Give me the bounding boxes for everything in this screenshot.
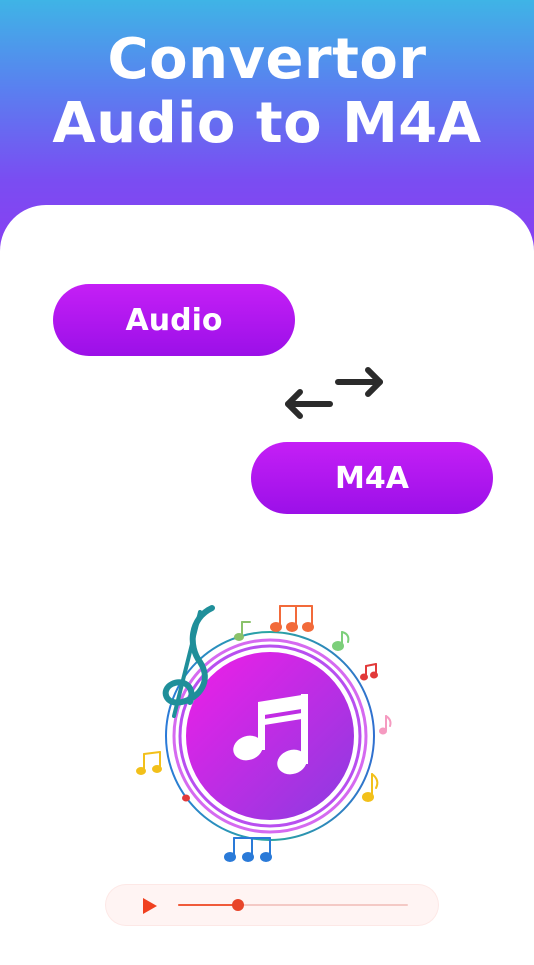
music-note-icon	[233, 694, 308, 775]
play-icon[interactable]	[140, 897, 158, 915]
swap-arrows-icon[interactable]	[280, 362, 390, 426]
target-format-button[interactable]: M4A	[251, 442, 493, 514]
music-disc-illustration	[136, 605, 392, 862]
title-line-2: Audio to M4A	[52, 91, 482, 156]
source-format-label: Audio	[125, 302, 223, 338]
progress-knob[interactable]	[231, 899, 244, 911]
page-title: Convertor Audio to M4A	[0, 28, 534, 156]
target-format-label: M4A	[335, 460, 409, 496]
progress-fill	[178, 904, 238, 906]
audio-player-bar	[106, 885, 438, 925]
progress-track[interactable]	[178, 899, 408, 911]
title-line-1: Convertor	[107, 27, 427, 92]
source-format-button[interactable]: Audio	[53, 284, 295, 356]
